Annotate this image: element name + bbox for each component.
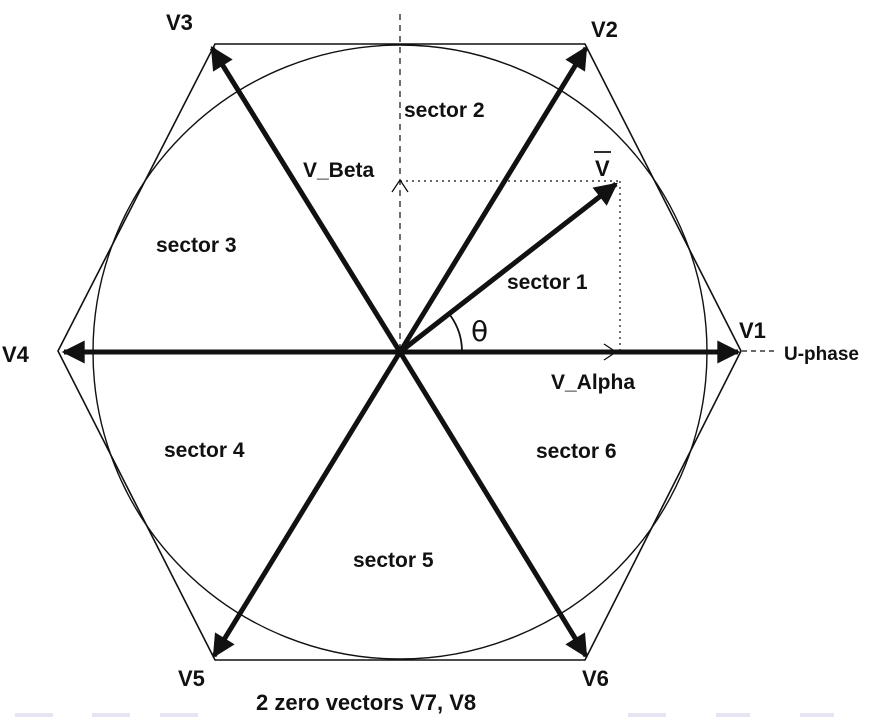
label-sector-4: sector 4 <box>164 439 245 462</box>
label-sector-6: sector 6 <box>536 440 617 463</box>
label-sector-3: sector 3 <box>156 234 237 257</box>
label-v6: V6 <box>582 666 609 691</box>
label-sector-5: sector 5 <box>353 549 434 572</box>
hexagon-outline <box>57 43 742 661</box>
vector-v2-arrow <box>397 46 589 354</box>
label-v5: V5 <box>178 666 205 691</box>
vector-v3-arrow <box>209 46 403 354</box>
bottom-edge-marks <box>15 713 834 717</box>
label-sector-2: sector 2 <box>404 99 485 122</box>
theta-arc <box>449 314 463 353</box>
label-v4: V4 <box>2 342 30 367</box>
vector-v5-arrow <box>211 350 403 658</box>
label-reference-vector: V <box>595 156 610 181</box>
label-sector-1: sector 1 <box>507 271 588 294</box>
footer-zero-vectors: 2 zero vectors V7, V8 <box>256 690 476 715</box>
label-v-beta: V_Beta <box>303 159 375 182</box>
label-theta: θ <box>471 315 488 348</box>
reference-vector-arrow <box>398 182 618 354</box>
label-v3: V3 <box>166 10 193 35</box>
label-v2: V2 <box>591 17 618 42</box>
beta-axis-arrowhead <box>391 178 409 193</box>
label-v1: V1 <box>739 318 766 343</box>
label-v-alpha: V_Alpha <box>551 371 635 394</box>
vector-v6-arrow <box>397 350 589 658</box>
label-u-phase: U-phase <box>784 344 859 365</box>
